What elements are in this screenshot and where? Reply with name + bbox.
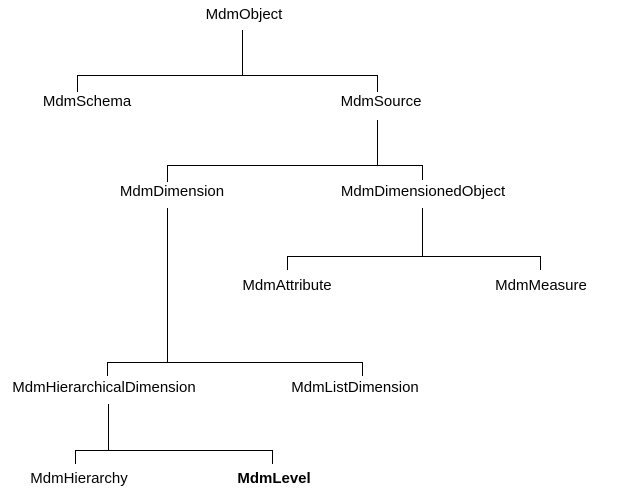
node-mdmmeasure: MdmMeasure <box>495 277 587 294</box>
connector-mdmdimension-stem <box>167 208 168 362</box>
connector-mdmdimension-bar <box>107 362 363 363</box>
connector-mdmobject-bar <box>77 75 378 76</box>
connector-drop-mdmlistdimension <box>362 362 363 376</box>
connector-drop-mdmdimensionedobject <box>422 165 423 180</box>
connector-mdmsource-stem <box>377 120 378 165</box>
connector-drop-mdmattribute <box>287 256 288 270</box>
connector-drop-mdmlevel <box>272 450 273 464</box>
connector-drop-mdmsource <box>377 75 378 92</box>
node-mdmsource: MdmSource <box>340 93 422 110</box>
node-mdmdimensionedobject: MdmDimensionedObject <box>340 183 506 200</box>
connector-drop-mdmdimension <box>167 165 168 182</box>
connector-mdmdimensionedobject-bar <box>287 256 541 257</box>
connector-drop-mdmmeasure <box>540 256 541 270</box>
connector-mdmobject-stem <box>242 30 243 75</box>
connector-mdmdimensionedobject-stem <box>422 208 423 257</box>
node-mdmdimension: MdmDimension <box>119 183 225 200</box>
node-mdmlistdimension: MdmListDimension <box>291 379 419 396</box>
node-mdmhierarchicaldimension: MdmHierarchicalDimension <box>12 379 196 396</box>
node-mdmattribute: MdmAttribute <box>242 277 332 294</box>
node-mdmschema: MdmSchema <box>42 93 132 110</box>
node-mdmlevel: MdmLevel <box>237 470 311 487</box>
node-mdmhierarchy: MdmHierarchy <box>30 470 128 487</box>
connector-drop-mdmschema <box>77 75 78 92</box>
connector-drop-mdmhierarchy <box>75 450 76 464</box>
connector-mdmhierarchicaldimension-bar <box>75 450 273 451</box>
connector-mdmhierarchicaldimension-stem <box>108 404 109 450</box>
node-mdmobject: MdmObject <box>205 6 283 23</box>
connector-mdmsource-bar <box>167 165 423 166</box>
connector-drop-mdmhierarchicaldimension <box>107 362 108 376</box>
